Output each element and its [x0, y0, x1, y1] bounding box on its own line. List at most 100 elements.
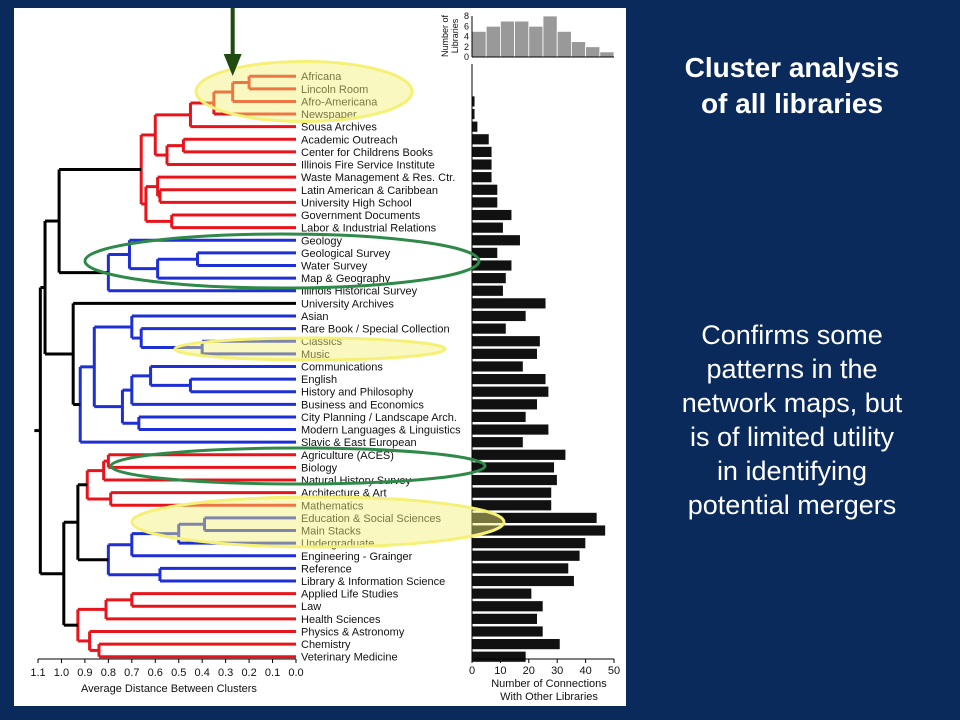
leaf-label: Sousa Archives [301, 122, 377, 134]
leaf-label: Asian [301, 311, 329, 323]
dendrogram-x-tick-label: 0.3 [218, 667, 233, 679]
connections-x-axis-label-line-1: Number of Connections [491, 678, 607, 690]
connection-bar [471, 562, 569, 575]
green-highlight-oval [83, 232, 481, 290]
leaf-label: Reference [301, 563, 352, 575]
histogram-bar [528, 25, 544, 58]
leaf-label: Newspaper [301, 109, 357, 121]
title-line-1: Cluster analysis [684, 52, 900, 83]
leaf-label: Mathematics [301, 500, 364, 512]
dendrogram-x-tick-label: 1.0 [54, 667, 69, 679]
yellow-highlight-oval [194, 60, 414, 123]
leaf-label: Chemistry [301, 639, 351, 651]
histogram-y-tick-label: 4 [464, 32, 469, 42]
connection-bar [471, 373, 547, 385]
connection-bar [471, 146, 493, 158]
connection-bar [471, 221, 504, 234]
figure-panel: AfricanaLincoln RoomAfro-AmericanaNewspa… [14, 8, 626, 706]
leaf-label: Map & Geography [301, 273, 391, 285]
dendrogram-x-tick-label: 0.8 [101, 667, 116, 679]
histogram-bar [514, 20, 530, 58]
connection-bar [471, 335, 541, 347]
leaf-label: Academic Outreach [301, 134, 398, 146]
leaf-label: University Archives [301, 298, 394, 310]
connections-x-tick-label: 0 [469, 665, 475, 677]
connection-bar [471, 411, 527, 423]
connection-bar [471, 474, 558, 486]
slide-body: Confirms some patterns in the network ma… [632, 318, 952, 522]
leaf-label: Business and Economics [301, 399, 424, 411]
dendrogram-x-tick-label: 0.0 [288, 667, 303, 679]
connection-bar [471, 348, 538, 360]
leaf-label: Geology [301, 235, 342, 247]
connection-bar [471, 651, 527, 663]
figure-svg: AfricanaLincoln RoomAfro-AmericanaNewspa… [30, 8, 620, 703]
connection-bar [471, 272, 507, 284]
leaf-label: Education & Social Sciences [301, 513, 442, 525]
leaf-label: Law [301, 601, 321, 613]
connection-bar [471, 449, 567, 461]
leaf-label: Water Survey [301, 261, 368, 273]
connection-bar [471, 385, 549, 398]
body-line-6: potential mergers [687, 490, 897, 520]
connection-bar [471, 196, 498, 209]
leaf-label: Waste Management & Res. Ctr. [301, 172, 455, 184]
dendrogram-x-tick-label: 1.1 [30, 667, 45, 679]
connection-bar [471, 499, 552, 511]
histogram-bar [556, 30, 572, 58]
dendrogram-x-tick-label: 0.5 [171, 667, 186, 679]
dendrogram-lines [34, 74, 296, 659]
connection-bar [471, 423, 549, 436]
connection-bar [471, 120, 478, 133]
leaf-label: Veterinary Medicine [301, 652, 398, 664]
connection-bar [471, 600, 544, 612]
leaf-label: English [301, 374, 337, 386]
leaf-label: Health Sciences [301, 614, 381, 626]
leaf-label: Music [301, 349, 330, 361]
dendrogram-x-tick-label: 0.6 [148, 667, 163, 679]
leaf-label: Government Documents [301, 210, 421, 222]
leaf-label: Physics & Astronomy [301, 626, 405, 638]
leaf-label: Geological Survey [301, 248, 391, 260]
highlight-overlays [83, 8, 506, 549]
pointer-arrow-head [223, 54, 242, 76]
leaf-label: Labor & Industrial Relations [301, 223, 437, 235]
leaf-label: Latin American & Caribbean [301, 185, 438, 197]
yellow-highlight-oval [173, 336, 447, 362]
connection-bar [471, 638, 561, 650]
body-line-5: in identifying [716, 456, 868, 486]
leaf-label: Lincoln Room [301, 84, 368, 96]
dendrogram-x-tick-label: 0.1 [265, 667, 280, 679]
yellow-highlight-oval [130, 495, 506, 549]
leaf-label: Library & Information Science [301, 576, 445, 588]
connection-bar [471, 171, 493, 183]
histogram-bar [542, 15, 558, 58]
leaf-label: Communications [301, 361, 383, 373]
dendrogram-x-tick-label: 0.7 [124, 667, 139, 679]
connection-bar [471, 550, 581, 562]
connection-bar [471, 158, 493, 171]
histogram-y-tick-label: 6 [464, 21, 469, 31]
connection-bar [471, 209, 513, 221]
leaf-label: Illinois Fire Service Institute [301, 160, 435, 172]
histogram-bar [571, 41, 587, 58]
histogram-y-axis-label-line-2: Libraries [450, 18, 460, 53]
histogram-y-tick-label: 8 [464, 11, 469, 21]
connections-x-tick-label: 10 [494, 665, 506, 677]
histogram-bar [499, 20, 515, 58]
dendrogram-x-tick-label: 0.9 [77, 667, 92, 679]
histogram-y-tick-label: 0 [464, 52, 469, 62]
connection-bar [471, 486, 552, 499]
slide-title: Cluster analysis of all libraries [632, 50, 952, 122]
leaf-label: Modern Languages & Linguistics [301, 425, 461, 437]
connection-bar [471, 133, 490, 146]
leaf-label: Applied Life Studies [301, 589, 399, 601]
leaf-label: Afro-Americana [301, 96, 378, 108]
connection-bar [471, 613, 538, 625]
body-line-1: Confirms some [701, 320, 883, 350]
body-line-4: is of limited utility [689, 422, 895, 452]
dendrogram-x-tick-label: 0.2 [241, 667, 256, 679]
